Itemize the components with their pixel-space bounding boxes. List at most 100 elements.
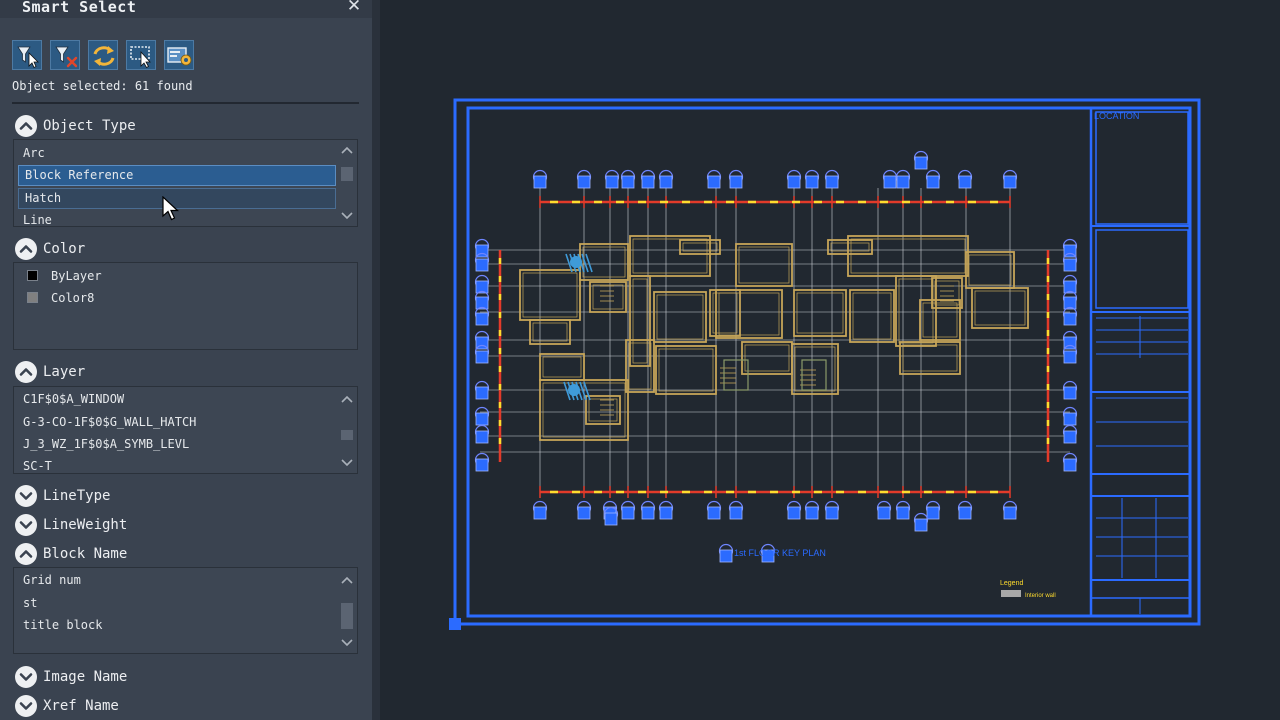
grip-square: [883, 175, 897, 189]
wall-outline-inner: [830, 242, 870, 252]
wall-outline: [971, 287, 1029, 329]
grip-square: [641, 175, 655, 189]
quick-select-icon[interactable]: [12, 40, 42, 70]
list-item[interactable]: Grid num: [23, 573, 81, 587]
section-layer[interactable]: Layer: [15, 361, 85, 383]
grip-square: [577, 506, 591, 520]
grip-square: [1063, 430, 1077, 444]
chevron-up-icon[interactable]: [15, 238, 37, 260]
wall-outline: [965, 251, 1015, 289]
hatch-blob: [570, 256, 582, 268]
chevron-down-icon[interactable]: [15, 485, 37, 507]
section-linetype[interactable]: LineType: [15, 485, 110, 507]
grip-square: [475, 312, 489, 326]
legend-label: Legend: [1000, 580, 1023, 587]
palette-title-bar[interactable]: Smart Select ✕: [0, 0, 372, 18]
list-item[interactable]: J_3_WZ_1F$0$A_SYMB_LEVL: [23, 437, 190, 451]
scrollbar[interactable]: [339, 569, 355, 652]
grip-square: [475, 430, 489, 444]
scroll-thumb[interactable]: [341, 167, 353, 181]
drawing-canvas[interactable]: LOCATION 1st FLOOR KEY PLAN Legend Inter…: [380, 0, 1280, 720]
wall-outline-inner: [852, 292, 892, 340]
object-type-list[interactable]: Arc Block Reference Hatch Line: [13, 139, 358, 227]
list-item[interactable]: ByLayer: [17, 266, 337, 287]
grip-square: [475, 258, 489, 272]
scroll-up-icon[interactable]: [339, 573, 355, 587]
wall-outline: [919, 299, 961, 341]
selected-grips: [449, 150, 1078, 630]
chevron-down-icon[interactable]: [15, 695, 37, 717]
section-lineweight[interactable]: LineWeight: [15, 514, 127, 536]
chevron-up-icon[interactable]: [15, 543, 37, 565]
palette-splitter[interactable]: [372, 0, 380, 720]
section-label: Color: [43, 241, 86, 257]
list-item[interactable]: Hatch: [18, 188, 336, 209]
color-list[interactable]: ByLayer Color8: [13, 262, 358, 350]
dimension-marks: [498, 200, 1050, 494]
chevron-down-icon[interactable]: [15, 666, 37, 688]
grip-square: [605, 175, 619, 189]
wall-outline-inner: [522, 272, 578, 318]
wall-outline: [629, 235, 711, 277]
list-item[interactable]: C1F$0$A_WINDOW: [23, 392, 125, 406]
section-label: Object Type: [43, 118, 136, 134]
section-object-type[interactable]: Object Type: [15, 115, 136, 137]
chevron-up-icon[interactable]: [15, 115, 37, 137]
grip-square: [1063, 296, 1077, 310]
list-item[interactable]: SC-T: [23, 459, 52, 473]
scrollbar[interactable]: [339, 141, 355, 225]
scroll-down-icon[interactable]: [339, 634, 355, 648]
list-item[interactable]: Line: [23, 213, 52, 227]
settings-icon[interactable]: [164, 40, 194, 70]
list-item[interactable]: G-3-CO-1F$0$G_WALL_HATCH: [23, 415, 197, 429]
hatch-stroke: [583, 381, 591, 401]
select-objects-icon[interactable]: [126, 40, 156, 70]
refresh-icon[interactable]: [88, 40, 118, 70]
section-color[interactable]: Color: [15, 238, 85, 260]
close-icon[interactable]: ✕: [346, 0, 362, 16]
color-swatch: [27, 292, 38, 303]
grip-square: [926, 175, 940, 189]
hatch-blob: [568, 384, 580, 396]
grip-square: [659, 175, 673, 189]
grip-square: [719, 549, 733, 563]
wall-outlines: [519, 235, 1029, 441]
chevron-up-icon[interactable]: [15, 361, 37, 383]
grip-square: [914, 518, 928, 532]
list-item[interactable]: st: [23, 596, 38, 610]
list-item-selected[interactable]: Block Reference: [18, 165, 336, 186]
scrollbar[interactable]: [339, 388, 355, 472]
list-item[interactable]: title block: [23, 618, 103, 632]
grip-square: [604, 512, 618, 526]
list-item[interactable]: Arc: [23, 146, 45, 160]
list-item[interactable]: Color8: [17, 288, 337, 309]
drawing-frame: [453, 98, 1201, 626]
divider: [12, 102, 359, 104]
sheet-border-inner: [466, 106, 1192, 618]
scroll-up-icon[interactable]: [339, 143, 355, 157]
scroll-thumb[interactable]: [341, 603, 353, 629]
clear-filter-icon[interactable]: [50, 40, 80, 70]
scroll-down-icon[interactable]: [339, 207, 355, 221]
chevron-down-icon[interactable]: [15, 514, 37, 536]
floor-plan-drawing[interactable]: LOCATION 1st FLOOR KEY PLAN Legend Inter…: [380, 0, 1280, 720]
scroll-thumb[interactable]: [341, 430, 353, 440]
section-label: Block Name: [43, 546, 128, 562]
stair-hatch-box: [801, 359, 827, 391]
scroll-down-icon[interactable]: [339, 454, 355, 468]
wall-outline: [585, 395, 621, 425]
section-xref-name[interactable]: Xref Name: [15, 695, 119, 717]
palette-toolbar: [12, 40, 194, 70]
wall-outline-inner: [794, 346, 836, 392]
wall-outline: [655, 345, 717, 395]
wall-outline-inner: [796, 292, 844, 334]
legend-entry: Interior wall: [1025, 593, 1056, 599]
block-name-list[interactable]: Grid num st title block: [13, 567, 358, 654]
wall-outline-inner: [974, 290, 1026, 326]
section-block-name[interactable]: Block Name: [15, 543, 127, 565]
scroll-up-icon[interactable]: [339, 392, 355, 406]
layer-list[interactable]: C1F$0$A_WINDOW G-3-CO-1F$0$G_WALL_HATCH …: [13, 386, 358, 474]
wall-outline: [735, 243, 793, 287]
section-image-name[interactable]: Image Name: [15, 666, 127, 688]
section-label: Xref Name: [43, 698, 119, 714]
